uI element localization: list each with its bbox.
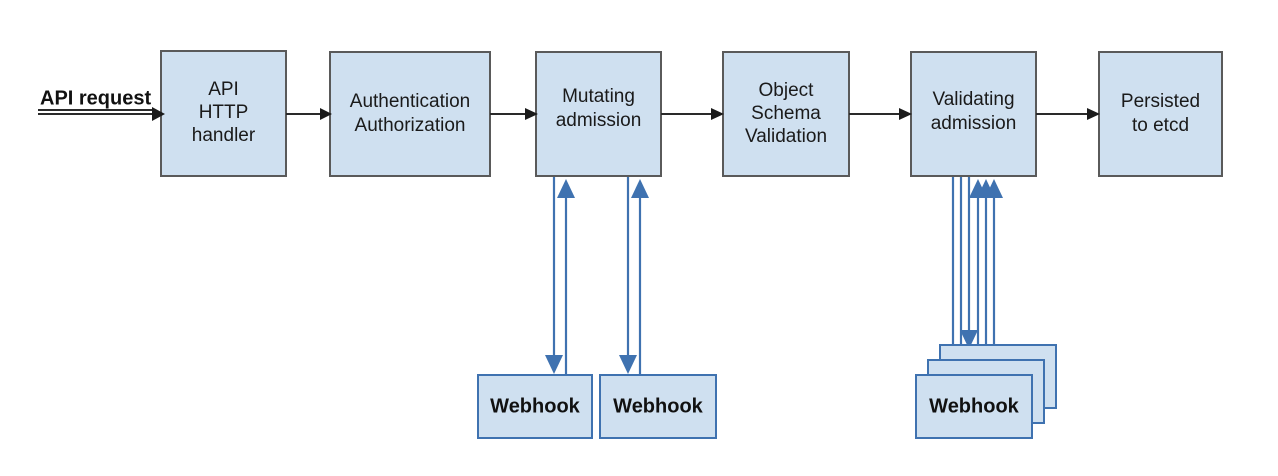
flow-arrow-mutating-to-schema: [661, 108, 724, 120]
stage-label-line: Persisted: [1121, 91, 1200, 112]
webhook-mutating-1[interactable]: Webhook: [477, 374, 593, 439]
webhook-mutating-2[interactable]: Webhook: [599, 374, 717, 439]
flow-arrow-api-to-auth: [286, 108, 332, 120]
webhook-box-rect: [599, 374, 717, 439]
stage-box-rect: [160, 50, 287, 177]
hook-arrows-mutating: [545, 177, 649, 374]
stage-label-line: Authorization: [355, 115, 466, 136]
stage-label-line: Mutating: [562, 86, 635, 107]
webhook-box-rect: [477, 374, 593, 439]
stage-label-line: admission: [556, 110, 642, 131]
stage-label-line: handler: [192, 125, 256, 146]
stage-label-line: Schema: [751, 103, 821, 124]
hook-call-validating-3-down: [960, 177, 978, 349]
hook-call-validating-1-down: [944, 177, 962, 363]
stage-label-line: admission: [931, 113, 1017, 134]
stage-validating-admission[interactable]: Validating admission: [910, 51, 1037, 177]
webhook-label: Webhook: [490, 395, 581, 417]
webhook-label: Webhook: [929, 395, 1020, 417]
stage-box-rect: [722, 51, 850, 177]
stage-label-line: Authentication: [350, 91, 470, 112]
stage-box-rect: [1098, 51, 1223, 177]
stage-label-line: API: [208, 79, 239, 100]
webhook-label: Webhook: [613, 395, 704, 417]
stage-box-rect: [910, 51, 1037, 177]
stage-label-line: HTTP: [199, 102, 249, 123]
flow-arrow-schema-to-validating: [849, 108, 912, 120]
flow-arrow-auth-to-mutating: [490, 108, 538, 120]
hook-call-mutating-1-up: [557, 179, 575, 374]
hook-call-mutating-2-down: [619, 177, 637, 374]
webhook-boxes: Webhook Webhook Webhook: [477, 344, 1057, 439]
stage-label-line: Validation: [745, 126, 827, 147]
stage-label-line: Validating: [932, 89, 1014, 110]
stage-object-schema-validation[interactable]: Object Schema Validation: [722, 51, 850, 177]
webhook-stack-front-rect: [915, 374, 1033, 439]
hook-call-validating-2-up: [977, 179, 995, 368]
stage-mutating-admission[interactable]: Mutating admission: [535, 51, 662, 177]
hook-call-mutating-2-up: [631, 179, 649, 374]
stage-api-http-handler[interactable]: API HTTP handler: [160, 50, 287, 177]
stage-authentication-authorization[interactable]: Authentication Authorization: [329, 51, 491, 177]
stage-label-line: Object: [759, 80, 815, 101]
stage-label-line: to etcd: [1132, 115, 1189, 136]
flow-arrow-entry-to-api: [38, 107, 165, 121]
hook-call-mutating-1-down: [545, 177, 563, 374]
flow-arrow-validating-to-etcd: [1036, 108, 1100, 120]
flow-arrows: [38, 107, 1100, 121]
entry-label-group: API request: [38, 87, 152, 111]
hook-call-validating-3-up: [985, 179, 1003, 360]
stage-persisted-to-etcd[interactable]: Persisted to etcd: [1098, 51, 1223, 177]
stage-box-rect: [329, 51, 491, 177]
webhook-validating-stack[interactable]: Webhook: [915, 344, 1057, 439]
api-request-label: API request: [40, 87, 151, 109]
